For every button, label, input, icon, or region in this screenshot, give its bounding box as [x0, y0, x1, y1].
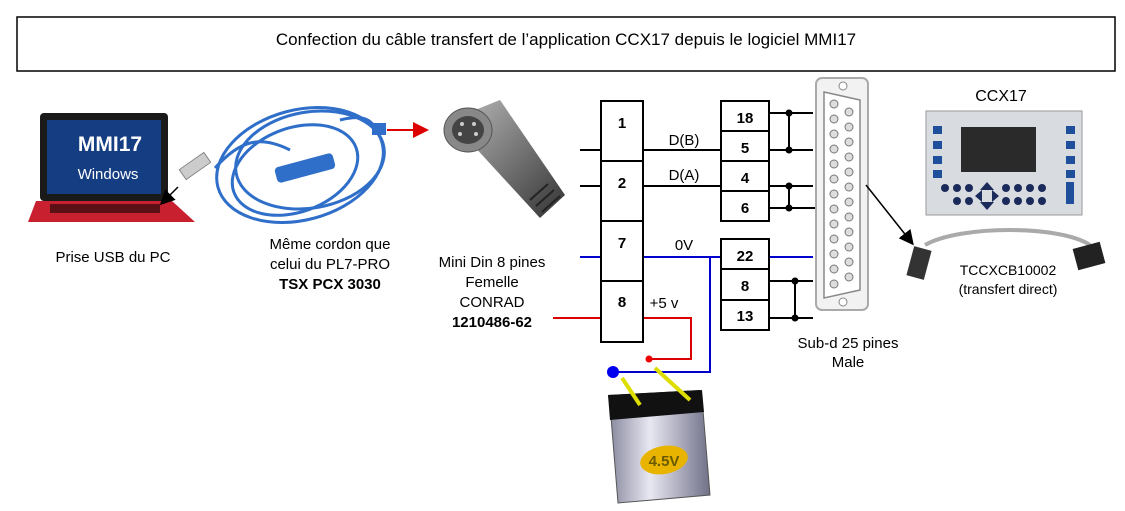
- laptop-screen-title: MMI17: [78, 133, 142, 156]
- din-pin-2: 2: [618, 175, 626, 192]
- ground-terminal-dot: [607, 366, 619, 378]
- subd-caption-line-2: Male: [832, 354, 865, 371]
- mini-din-caption-line-1: Mini Din 8 pines: [439, 254, 546, 271]
- subd25-connector-image: [815, 77, 869, 311]
- laptop-screen-subtitle: Windows: [78, 166, 139, 183]
- usb-cable-caption-line-2: celui du PL7-PRO: [270, 256, 390, 273]
- mini-din-reference: 1210486-62: [452, 314, 532, 331]
- signal-0v: 0V: [675, 237, 693, 254]
- subd-pin-5: 5: [741, 140, 749, 157]
- ccx-cable-image: [906, 228, 1106, 280]
- subd-pin-8: 8: [741, 278, 749, 295]
- subd-caption-line-1: Sub-d 25 pines: [798, 335, 899, 352]
- usb-cable-image: [178, 105, 386, 225]
- din-pin-block: [600, 100, 644, 343]
- subd-pin-block-1: [720, 100, 770, 222]
- mini-din-caption-line-2: Femelle: [465, 274, 518, 291]
- ccx17-label: CCX17: [975, 88, 1027, 105]
- ccx17-device-image: [925, 110, 1083, 216]
- din-pin-1: 1: [618, 115, 626, 132]
- title-box: Confection du câble transfert de l’appli…: [16, 16, 1116, 72]
- subd-pin-13: 13: [737, 308, 754, 325]
- mini-din-connector-image: [443, 100, 565, 218]
- signal-plus5v: +5 v: [650, 295, 679, 312]
- ccx-arrow: [865, 184, 914, 246]
- signal-d-a: D(A): [669, 167, 700, 184]
- diagram-title: Confection du câble transfert de l’appli…: [276, 30, 856, 49]
- ccx-cable-reference: TCCXCB10002: [960, 262, 1057, 278]
- subd-pin-4: 4: [741, 170, 750, 187]
- junction-dots: [785, 109, 799, 322]
- din-pin-7: 7: [618, 235, 626, 252]
- ground-wire: [580, 256, 813, 373]
- laptop-image: MMI17 Windows: [28, 113, 195, 222]
- battery-image: 4.5V: [608, 366, 711, 504]
- supply-wire: [553, 317, 692, 360]
- ccx-cable-note: (transfert direct): [959, 281, 1058, 297]
- mini-din-caption-line-3: CONRAD: [459, 294, 524, 311]
- laptop-caption: Prise USB du PC: [55, 249, 170, 266]
- usb-cable-reference: TSX PCX 3030: [279, 276, 381, 293]
- usb-arrow: [159, 186, 179, 206]
- subd-pin-block-2: [720, 238, 770, 331]
- supply-terminal-dot: [645, 355, 653, 363]
- usb-cable-caption-line-1: Même cordon que: [270, 236, 391, 253]
- battery-label: 4.5V: [649, 453, 680, 470]
- signal-d-b: D(B): [669, 132, 700, 149]
- subd-pin-6: 6: [741, 200, 749, 217]
- din-pin-8: 8: [618, 294, 626, 311]
- subd-pin-18: 18: [737, 110, 754, 127]
- subd-pin-22: 22: [737, 248, 754, 265]
